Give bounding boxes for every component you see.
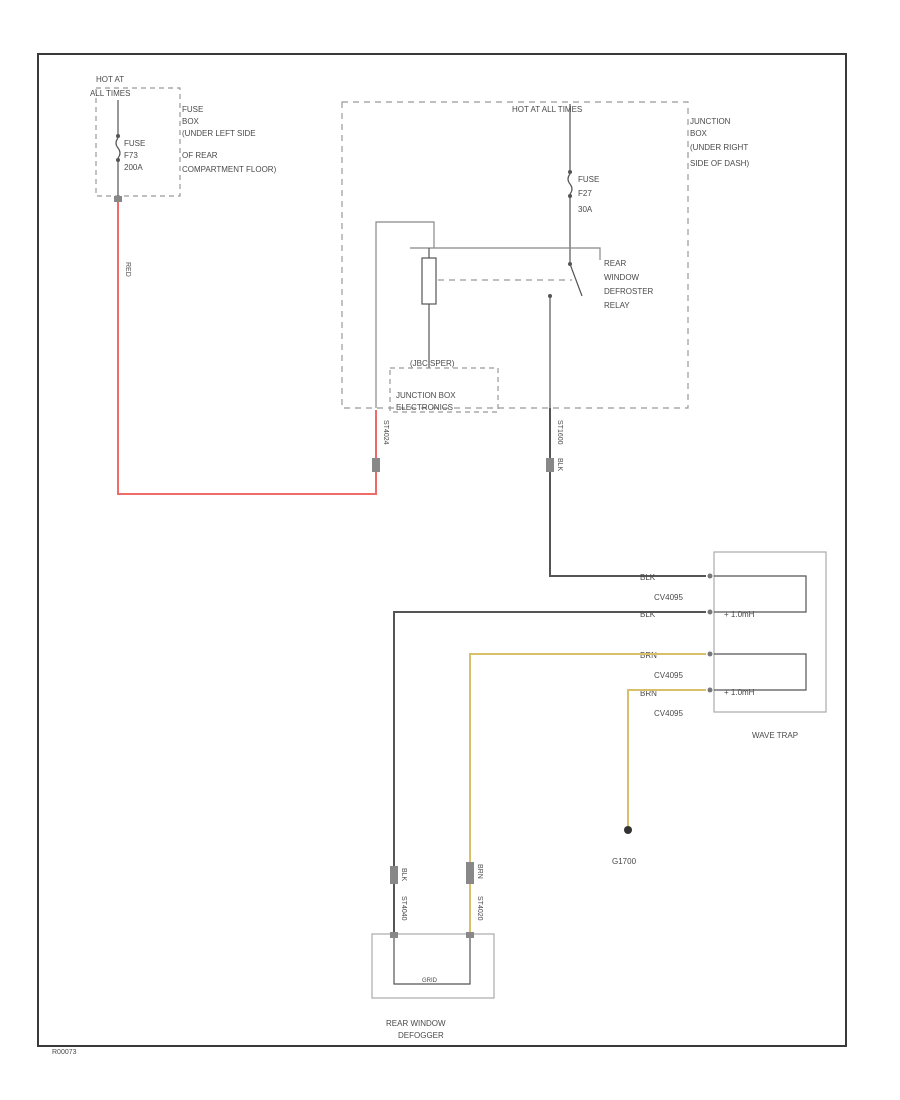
left-fuse-label-1: FUSE (124, 139, 145, 148)
choke-bottom-label: + 1.0mH (724, 688, 755, 697)
black-wire-code: BLK (556, 458, 563, 472)
left-fuse-box: HOT AT ALL TIMES FUSE F73 200A FUSE BOX … (90, 75, 277, 198)
defogger-label-1: REAR WINDOW (386, 1019, 446, 1028)
jb-label-3: ELECTRONICS (396, 403, 453, 412)
jbe-box (389, 367, 499, 413)
choke-black-2: BLK (640, 610, 656, 619)
junction-hot-label: HOT AT ALL TIMES (512, 105, 582, 114)
wave-trap-box (713, 551, 827, 713)
black-wire-defogger: BLK ST4040 (390, 611, 706, 934)
jb-label-2: JUNCTION BOX (396, 391, 456, 400)
junction-fuse-label-1: FUSE (578, 175, 599, 184)
junction-label-4: SIDE OF DASH) (690, 159, 749, 168)
black-wire-relay: ST1600 BLK (546, 408, 706, 577)
rear-window-defogger: GRID REAR WINDOW DEFOGGER (371, 932, 495, 1040)
choke-brn-1-conn: CV4095 (654, 671, 683, 680)
junction-label-3: (UNDER RIGHT (690, 143, 748, 152)
choke-top-label: + 1.0mH (724, 610, 755, 619)
choke-brn-2: BRN (640, 689, 657, 698)
left-box-label-2: BOX (182, 117, 200, 126)
defogger-inner-label: GRID (422, 978, 438, 984)
red-wire-code: RED (124, 262, 131, 277)
choke-black-1: BLK (640, 573, 656, 582)
black-wire-connector: ST1600 (556, 420, 563, 445)
relay-label-2: WINDOW (604, 273, 640, 282)
junction-fuse-label-2: F27 (578, 189, 592, 198)
junction-box: HOT AT ALL TIMES JUNCTION BOX (UNDER RIG… (341, 101, 749, 413)
relay-coil (421, 257, 437, 305)
left-box-label-5: COMPARTMENT FLOOR) (182, 165, 277, 174)
left-box-label-1: FUSE (182, 105, 203, 114)
defogger-label-2: DEFOGGER (398, 1031, 444, 1040)
relay-label-3: DEFROSTER (604, 287, 654, 296)
left-box-label-3: (UNDER LEFT SIDE (182, 129, 256, 138)
junction-fuse-label-3: 30A (578, 205, 593, 214)
defog-right-code: BRN (476, 864, 483, 879)
defog-left-conn: ST4040 (400, 896, 407, 921)
choke-black-1-conn: CV4095 (654, 593, 683, 602)
relay-label-1: REAR (604, 259, 626, 268)
left-fuse-label-2: F73 (124, 151, 138, 160)
junction-label-1: JUNCTION (690, 117, 731, 126)
ground-label: G1700 (612, 857, 637, 866)
yellow-wire-ground: G1700 (612, 689, 706, 866)
red-wire: RED ST4024 (114, 196, 389, 495)
defogger-box (371, 933, 495, 999)
footer-code: R00073 (52, 1049, 77, 1056)
relay-label-4: RELAY (604, 301, 630, 310)
defog-left-code: BLK (400, 868, 407, 882)
jb-label-1: (JBC SPER) (410, 359, 455, 368)
wave-trap-label: WAVE TRAP (752, 731, 798, 740)
junction-label-2: BOX (690, 129, 708, 138)
yellow-wire-defogger: BRN ST4020 (466, 653, 706, 934)
choke-brn-2-conn: CV4095 (654, 709, 683, 718)
red-wire-connector: ST4024 (382, 420, 389, 445)
left-fuse-box-outline (95, 87, 181, 197)
wave-trap: + 1.0mH + 1.0mH WAVE TRAP (707, 551, 827, 740)
choke-brn-1: BRN (640, 651, 657, 660)
diagram-frame (37, 53, 847, 1047)
left-box-label-4: OF REAR (182, 151, 218, 160)
left-hot-label-line1: HOT AT (96, 75, 124, 84)
left-fuse-label-3: 200A (124, 163, 143, 172)
junction-box-outline (341, 101, 689, 409)
left-hot-label-line2: ALL TIMES (90, 89, 130, 98)
ground-icon (624, 826, 632, 834)
defog-right-conn: ST4020 (476, 896, 483, 921)
